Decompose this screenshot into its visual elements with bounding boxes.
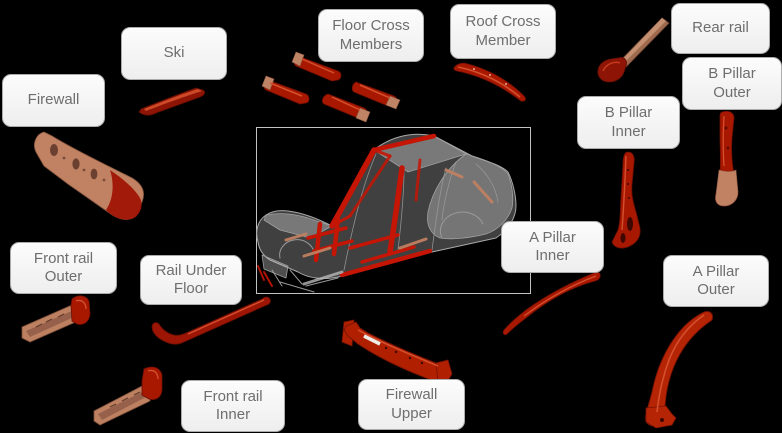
rail-under-floor-part-image [151, 296, 271, 345]
a-pillar-outer-part-image [645, 311, 713, 429]
label-firewall: Firewall [2, 74, 105, 127]
b-pillar-outer-part-image [715, 110, 739, 207]
label-b-pillar-inner: B Pillar Inner [577, 96, 680, 149]
rear-rail-part-image [597, 17, 670, 83]
roof-cross-member-part-image [453, 62, 526, 102]
label-rail-under-floor: Rail Under Floor [140, 255, 242, 305]
label-b-pillar-outer: B Pillar Outer [682, 57, 782, 110]
firewall-part-image [34, 131, 144, 220]
label-a-pillar-inner: A Pillar Inner [501, 221, 604, 273]
label-ski: Ski [121, 27, 227, 80]
label-firewall-upper: Firewall Upper [358, 379, 465, 430]
ski-part-image [138, 87, 206, 116]
label-front-rail-outer: Front rail Outer [10, 242, 117, 294]
front-rail-inner-part-image [93, 366, 163, 426]
label-front-rail-inner: Front rail Inner [181, 380, 285, 432]
label-a-pillar-outer: A Pillar Outer [663, 255, 769, 307]
b-pillar-inner-part-image [611, 151, 641, 249]
center-image-frame [256, 127, 531, 294]
label-rear-rail: Rear rail [671, 3, 770, 54]
front-rail-outer-part-image [21, 295, 91, 343]
car-body-center-image [256, 133, 517, 293]
a-pillar-inner-part-image [502, 271, 601, 335]
label-roof-cross-member: Roof Cross Member [450, 4, 556, 59]
firewall-upper-part-image [341, 319, 453, 385]
label-floor-cross-members: Floor Cross Members [318, 9, 424, 62]
floor-cross-members-part-image [261, 51, 401, 123]
